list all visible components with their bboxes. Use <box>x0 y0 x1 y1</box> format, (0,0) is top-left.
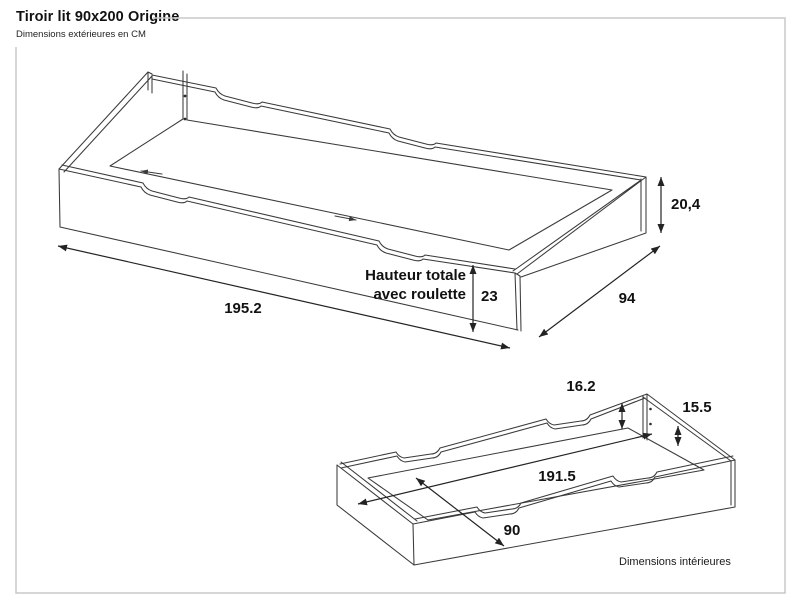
page-title: Tiroir lit 90x200 Origine <box>16 9 180 25</box>
total-height-caption-line1: Hauteur totale <box>365 267 466 284</box>
length-label: 195.2 <box>224 300 262 317</box>
exterior-drawer-drawing <box>58 70 647 332</box>
screw-dot <box>649 422 652 426</box>
total-height-label: 23 <box>481 288 498 305</box>
interior-length-arrow <box>357 432 653 506</box>
exterior-dimension-arrows <box>57 177 665 350</box>
screw-dot <box>183 117 187 121</box>
interior-back-height-label: 16.2 <box>566 378 595 395</box>
interior-width-arrow <box>415 477 505 547</box>
interior-view-caption: Dimensions intérieures <box>619 556 731 568</box>
interior-dimension-arrows <box>357 403 682 547</box>
interior-drawer-drawing <box>336 393 736 566</box>
screw-dot <box>649 407 652 411</box>
depth-label: 94 <box>619 290 636 307</box>
total-height-caption-line2: avec roulette <box>373 286 466 303</box>
page-subtitle: Dimensions extérieures en CM <box>16 29 146 40</box>
interior-length-label: 191.5 <box>538 468 576 485</box>
screw-dot <box>183 94 187 98</box>
depth-arrow <box>538 245 661 338</box>
length-arrow <box>57 244 511 350</box>
side-height-label: 20,4 <box>671 196 701 213</box>
interior-width-label: 90 <box>504 522 521 539</box>
interior-side-height-label: 15.5 <box>682 399 711 416</box>
panel-frame <box>15 17 786 594</box>
